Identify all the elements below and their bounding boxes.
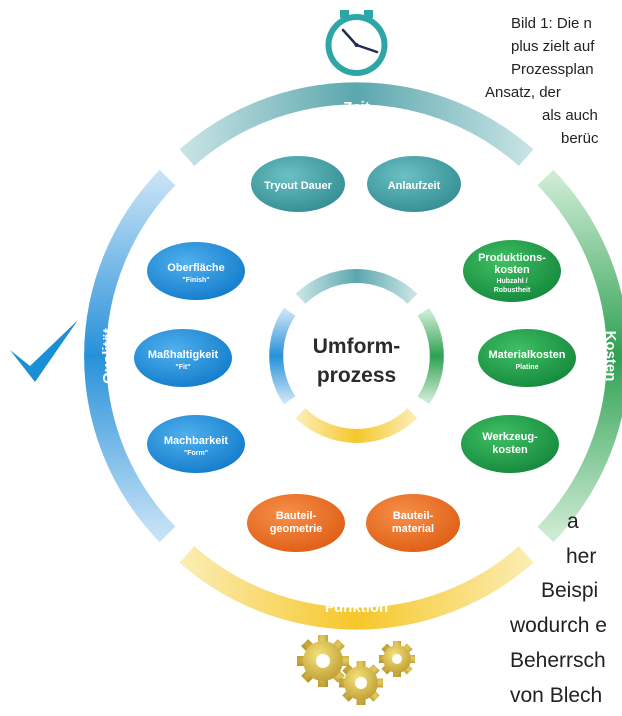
inner-segment-left [269,307,296,405]
caption-line-4: Ansatz, der [485,84,561,101]
ring-segment-kosten [537,169,622,543]
ring-segment-funktion [179,546,534,630]
node-machbarkeit-label: Machbarkeit [164,435,229,447]
node-materialkosten: Materialkosten Platine [478,329,576,387]
node-werkzeug-title2: kosten [492,444,528,456]
gears-icon [297,635,415,705]
center-title-line2: prozess [317,364,396,387]
center-title-line1: Umform- [313,335,401,358]
node-anlaufzeit-label: Anlaufzeit [388,180,441,192]
body-line-6: von Blech [510,684,603,707]
inner-segment-top [295,269,418,304]
node-produktion-title1: Produktions- [478,252,546,264]
node-werkzeug-title1: Werkzeug- [482,431,538,443]
node-werkzeugkosten: Werkzeug- kosten [461,415,559,473]
node-produktionskosten: Produktions- kosten Hubzahl / Robustheit [463,240,561,302]
caption-line-1: Bild 1: Die n [511,15,592,32]
ring-label-zeit: Zeit [343,99,370,116]
inner-ring [269,269,444,443]
node-bmaterial-title1: Bauteil- [393,510,434,522]
node-geometrie-title1: Bauteil- [276,510,317,522]
ring-label-kosten: Kosten [602,331,619,382]
node-oberflaeche-sub: "Finish" [182,277,209,284]
node-bauteilmaterial: Bauteil- material [366,494,460,552]
node-produktion-sub1: Hubzahl / [496,278,527,285]
body-line-4: wodurch e [510,614,607,637]
outer-ring [84,82,622,630]
node-masshaltigkeit-sub: "Fit" [175,364,190,371]
node-tryout-label: Tryout Dauer [264,180,333,192]
caption-line-5: als auch [542,107,598,124]
ring-segment-qualitaet [84,169,176,543]
body-line-3: Beispi [541,579,599,602]
node-machbarkeit-sub: "Form" [184,450,208,457]
node-oberflaeche-label: Oberfläche [167,262,224,274]
node-bauteilgeometrie: Bauteil- geometrie [247,494,345,552]
node-anlaufzeit: Anlaufzeit [367,156,461,212]
caption-line-2: plus zielt auf [511,38,595,55]
node-oberflaeche: Oberfläche "Finish" [147,242,245,300]
clock-icon [325,10,388,76]
body-line-5: Beherrsch [510,649,606,672]
caption-line-6: berüc [561,130,599,147]
node-materialkosten-label: Materialkosten [488,349,565,361]
caption-line-3: Prozessplan [511,61,594,78]
inner-segment-right [417,307,444,405]
node-produktion-sub2: Robustheit [494,287,531,294]
node-machbarkeit: Machbarkeit "Form" [147,415,245,473]
node-materialkosten-sub: Platine [516,364,539,371]
body-line-1: a [567,510,579,533]
ring-segment-zeit [179,82,534,166]
node-tryout-dauer: Tryout Dauer [251,156,345,212]
inner-segment-bottom [295,408,418,443]
node-geometrie-title2: geometrie [270,523,323,535]
node-bmaterial-title2: material [392,523,434,535]
node-produktion-title2: kosten [494,264,530,276]
node-masshaltigkeit-label: Maßhaltigkeit [148,349,219,361]
node-masshaltigkeit: Maßhaltigkeit "Fit" [134,329,232,387]
ring-label-qualitaet: Qualität [100,328,117,384]
checkmark-icon [10,320,78,382]
body-line-2: her [566,545,597,568]
ring-label-funktion: Funktion [325,599,388,616]
